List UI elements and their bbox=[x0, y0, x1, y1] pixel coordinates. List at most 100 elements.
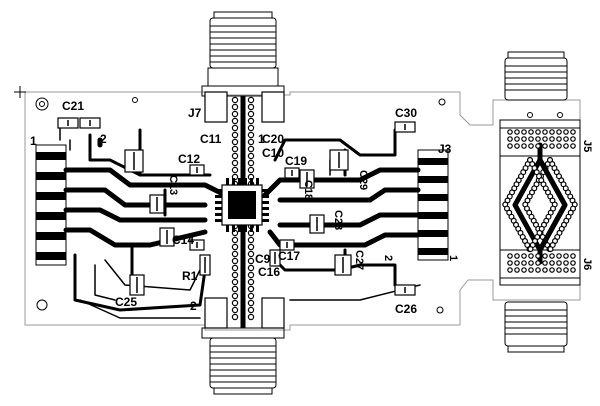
label-c30: C30 bbox=[395, 106, 417, 120]
label-r1: R1 bbox=[182, 269, 198, 283]
ic-lead bbox=[215, 189, 222, 192]
via bbox=[507, 267, 513, 273]
via bbox=[247, 313, 255, 321]
via bbox=[542, 143, 548, 149]
smd-component bbox=[394, 121, 416, 133]
via bbox=[514, 253, 520, 259]
via bbox=[549, 260, 555, 266]
via bbox=[570, 129, 576, 135]
via bbox=[528, 129, 534, 135]
via bbox=[231, 152, 239, 160]
via bbox=[231, 166, 239, 174]
via bbox=[549, 136, 555, 142]
header-pin bbox=[418, 248, 448, 255]
ic-lead bbox=[262, 201, 269, 204]
header-pin bbox=[36, 252, 66, 260]
ic-lead bbox=[256, 178, 259, 185]
mounting-hole bbox=[36, 299, 48, 311]
via bbox=[556, 143, 562, 149]
via bbox=[521, 129, 527, 135]
via bbox=[247, 138, 255, 146]
via bbox=[247, 278, 255, 286]
label-c9: C9 bbox=[255, 252, 271, 266]
header-pin bbox=[36, 152, 66, 160]
mounting-hole bbox=[39, 101, 45, 107]
label-c17: C17 bbox=[278, 249, 300, 263]
via bbox=[527, 246, 534, 253]
label-c14: C14 bbox=[172, 233, 194, 247]
smd-component bbox=[189, 164, 205, 176]
via bbox=[563, 253, 569, 259]
mounting-hole bbox=[438, 98, 446, 106]
header-pin bbox=[36, 192, 66, 200]
via bbox=[521, 267, 527, 273]
label-c26: C26 bbox=[395, 302, 417, 316]
via bbox=[528, 260, 534, 266]
via bbox=[247, 96, 255, 104]
ic-lead bbox=[215, 207, 222, 210]
via bbox=[570, 267, 576, 273]
via bbox=[563, 267, 569, 273]
via bbox=[521, 143, 527, 149]
via bbox=[570, 136, 576, 142]
ic-lead bbox=[226, 178, 229, 185]
ic-lead bbox=[244, 178, 247, 185]
ic-lead bbox=[262, 219, 269, 222]
via bbox=[247, 264, 255, 272]
header-pin bbox=[418, 194, 448, 201]
mounting-hole bbox=[527, 112, 533, 118]
ic-lead bbox=[232, 178, 235, 185]
smd-component bbox=[329, 149, 349, 171]
via-fence-j5-j6 bbox=[502, 129, 578, 273]
via bbox=[231, 117, 239, 125]
via bbox=[247, 117, 255, 125]
via bbox=[514, 260, 520, 266]
via bbox=[247, 110, 255, 118]
via bbox=[535, 267, 541, 273]
smd-component bbox=[124, 149, 144, 173]
via bbox=[247, 166, 255, 174]
via bbox=[528, 267, 534, 273]
j5-j6-footprint bbox=[499, 119, 581, 286]
via bbox=[535, 253, 541, 259]
via bbox=[535, 143, 541, 149]
via bbox=[247, 306, 255, 314]
via bbox=[556, 267, 562, 273]
via bbox=[247, 131, 255, 139]
label-c25: C25 bbox=[115, 295, 137, 309]
right-top-sma-connector bbox=[504, 51, 568, 101]
via bbox=[535, 129, 541, 135]
label-j3: J3 bbox=[438, 142, 452, 156]
via bbox=[247, 271, 255, 279]
label-c21: C21 bbox=[62, 99, 84, 113]
label-c12: C12 bbox=[178, 152, 200, 166]
header-pin bbox=[418, 212, 448, 219]
via bbox=[231, 110, 239, 118]
header-pin bbox=[418, 176, 448, 183]
ic-lead bbox=[226, 225, 229, 232]
via bbox=[231, 236, 239, 244]
label-c27: C27 bbox=[353, 250, 365, 270]
via bbox=[231, 285, 239, 293]
label-pin1-top: 1 bbox=[258, 132, 265, 146]
via bbox=[514, 136, 520, 142]
via bbox=[507, 129, 513, 135]
center-ic-leads bbox=[215, 178, 269, 232]
center-ic bbox=[221, 184, 263, 226]
via bbox=[549, 267, 555, 273]
via bbox=[507, 143, 513, 149]
via bbox=[247, 159, 255, 167]
via bbox=[535, 136, 541, 142]
via bbox=[542, 253, 548, 259]
label-pin2-right: 2 bbox=[382, 255, 394, 261]
via bbox=[547, 246, 554, 253]
smd-component bbox=[189, 239, 205, 251]
via bbox=[507, 136, 513, 142]
via bbox=[556, 260, 562, 266]
label-pin1-left: 1 bbox=[30, 134, 37, 148]
smd-component bbox=[199, 254, 211, 276]
smd-component bbox=[279, 239, 295, 251]
label-j5: J5 bbox=[581, 140, 593, 152]
top-sma-connector bbox=[201, 11, 285, 97]
via bbox=[514, 129, 520, 135]
